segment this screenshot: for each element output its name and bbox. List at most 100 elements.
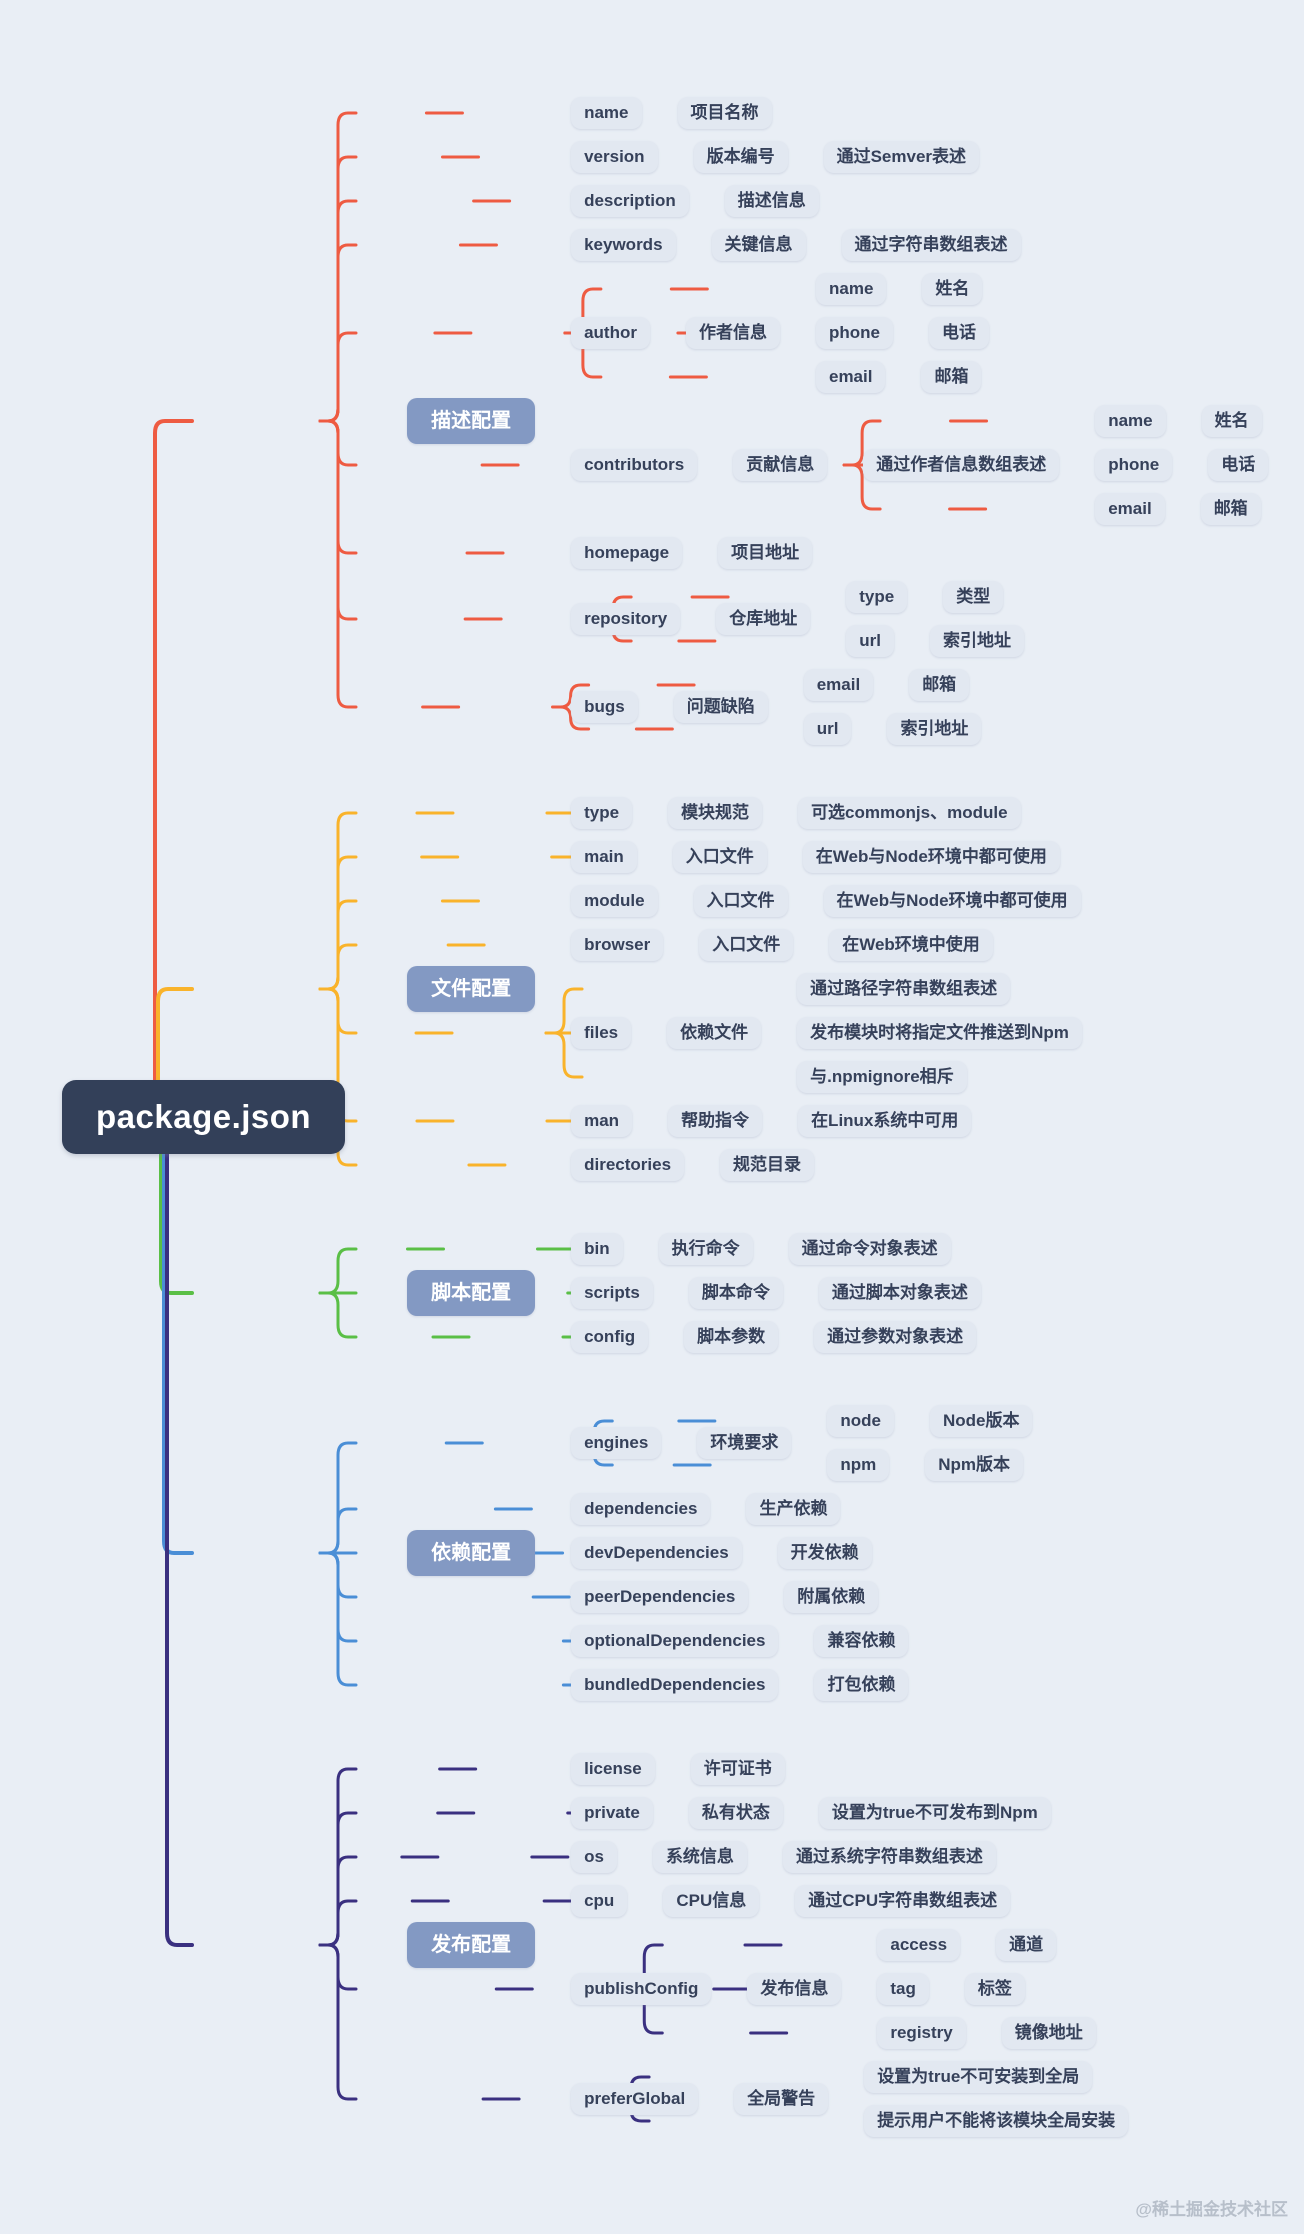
map-node[interactable]: 脚本参数 [684,1321,779,1353]
map-node[interactable]: 通道 [996,1929,1057,1961]
map-node[interactable]: 电话 [928,317,989,349]
map-node[interactable]: 附属依赖 [784,1581,879,1613]
branch-node[interactable]: 脚本配置 [407,1270,536,1316]
map-node[interactable]: access [877,1929,961,1961]
map-node[interactable]: 描述信息 [724,185,819,217]
map-node[interactable]: 模块规范 [668,797,763,829]
map-node[interactable]: 脚本命令 [688,1277,783,1309]
map-node[interactable]: directories [571,1149,685,1181]
map-node[interactable]: 类型 [943,581,1004,613]
map-node[interactable]: name [571,97,642,129]
map-node[interactable]: bugs [571,691,638,723]
map-node[interactable]: 姓名 [1201,405,1262,437]
map-node[interactable]: 设置为true不可发布到Npm [818,1797,1051,1829]
map-node[interactable]: 通过参数对象表述 [814,1321,977,1353]
map-node[interactable]: 生产依赖 [746,1493,841,1525]
map-node[interactable]: 项目名称 [677,97,772,129]
map-node[interactable]: keywords [571,229,676,261]
map-node[interactable]: author [571,317,650,349]
map-node[interactable]: 执行命令 [658,1233,753,1265]
map-node[interactable]: dependencies [571,1493,711,1525]
branch-node[interactable]: 发布配置 [407,1922,536,1968]
map-node[interactable]: type [846,581,908,613]
map-node[interactable]: registry [877,2017,966,2049]
map-node[interactable]: license [571,1753,655,1785]
map-node[interactable]: 项目地址 [718,537,813,569]
map-node[interactable]: name [815,273,887,305]
map-node[interactable]: contributors [571,449,698,481]
map-node[interactable]: 开发依赖 [777,1537,872,1569]
map-node[interactable]: 可选commonjs、module [798,797,1021,829]
map-node[interactable]: 在Linux系统中可用 [798,1105,972,1137]
map-node[interactable]: CPU信息 [663,1885,760,1917]
map-node[interactable]: node [827,1405,894,1437]
map-node[interactable]: 通过字符串数组表述 [841,229,1021,261]
map-node[interactable]: 索引地址 [887,713,982,745]
map-node[interactable]: bin [571,1233,623,1265]
map-node[interactable]: 通过命令对象表述 [788,1233,951,1265]
map-node[interactable]: 通过Semver表述 [823,141,980,173]
map-node[interactable]: scripts [571,1277,653,1309]
map-node[interactable]: publishConfig [571,1973,712,2005]
map-node[interactable]: files [571,1017,632,1049]
root-node[interactable]: package.json [62,1080,346,1154]
map-node[interactable]: 作者信息 [685,317,780,349]
map-node[interactable]: 兼容依赖 [814,1625,909,1657]
map-node[interactable]: os [571,1841,617,1873]
map-node[interactable]: 环境要求 [697,1427,792,1459]
map-node[interactable]: module [571,885,658,917]
map-node[interactable]: url [846,625,894,657]
map-node[interactable]: config [571,1321,649,1353]
map-node[interactable]: 索引地址 [929,625,1024,657]
map-node[interactable]: bundledDependencies [571,1669,779,1701]
map-node[interactable]: preferGlobal [571,2083,699,2115]
map-node[interactable]: optionalDependencies [571,1625,779,1657]
map-node[interactable]: main [571,841,637,873]
map-node[interactable]: 提示用户不能将该模块全局安装 [864,2105,1129,2137]
map-node[interactable]: devDependencies [571,1537,742,1569]
map-node[interactable]: 发布模块时将指定文件推送到Npm [797,1017,1082,1049]
map-node[interactable]: 贡献信息 [733,449,828,481]
map-node[interactable]: 在Web与Node环境中都可使用 [802,841,1060,873]
map-node[interactable]: 问题缺陷 [673,691,768,723]
map-node[interactable]: browser [571,929,664,961]
map-node[interactable]: 邮箱 [1200,493,1261,525]
map-node[interactable]: 帮助指令 [668,1105,763,1137]
map-node[interactable]: 在Web环境中使用 [829,929,993,961]
map-node[interactable]: email [815,361,886,393]
map-node[interactable]: 在Web与Node环境中都可使用 [823,885,1081,917]
map-node[interactable]: 入口文件 [672,841,767,873]
map-node[interactable]: email [1095,493,1165,525]
branch-node[interactable]: 文件配置 [407,966,536,1012]
map-node[interactable]: private [571,1797,653,1829]
map-node[interactable]: 发布信息 [747,1973,842,2005]
map-node[interactable]: 私有状态 [688,1797,783,1829]
map-node[interactable]: 入口文件 [699,929,794,961]
map-node[interactable]: description [571,185,689,217]
map-node[interactable]: 系统信息 [652,1841,747,1873]
map-node[interactable]: 通过路径字符串数组表述 [797,973,1011,1005]
map-node[interactable]: tag [877,1973,929,2005]
map-node[interactable]: 关键信息 [711,229,806,261]
map-node[interactable]: 许可证书 [690,1753,785,1785]
map-node[interactable]: email [803,669,874,701]
map-node[interactable]: 邮箱 [921,361,982,393]
map-node[interactable]: 标签 [964,1973,1025,2005]
map-node[interactable]: type [571,797,633,829]
map-node[interactable]: 通过系统字符串数组表述 [782,1841,996,1873]
map-node[interactable]: npm [827,1449,890,1481]
map-node[interactable]: 通过脚本对象表述 [818,1277,981,1309]
map-node[interactable]: 入口文件 [693,885,788,917]
map-node[interactable]: homepage [571,537,683,569]
map-node[interactable]: 仓库地址 [716,603,811,635]
map-node[interactable]: 版本编号 [693,141,788,173]
map-node[interactable]: 规范目录 [720,1149,815,1181]
map-node[interactable]: url [803,713,852,745]
map-node[interactable]: 全局警告 [734,2083,829,2115]
map-node[interactable]: repository [571,603,681,635]
map-node[interactable]: 姓名 [922,273,983,305]
map-node[interactable]: 通过作者信息数组表述 [863,449,1060,481]
map-node[interactable]: 与.npmignore相斥 [797,1061,967,1093]
branch-node[interactable]: 依赖配置 [407,1530,536,1576]
branch-node[interactable]: 描述配置 [407,398,536,444]
